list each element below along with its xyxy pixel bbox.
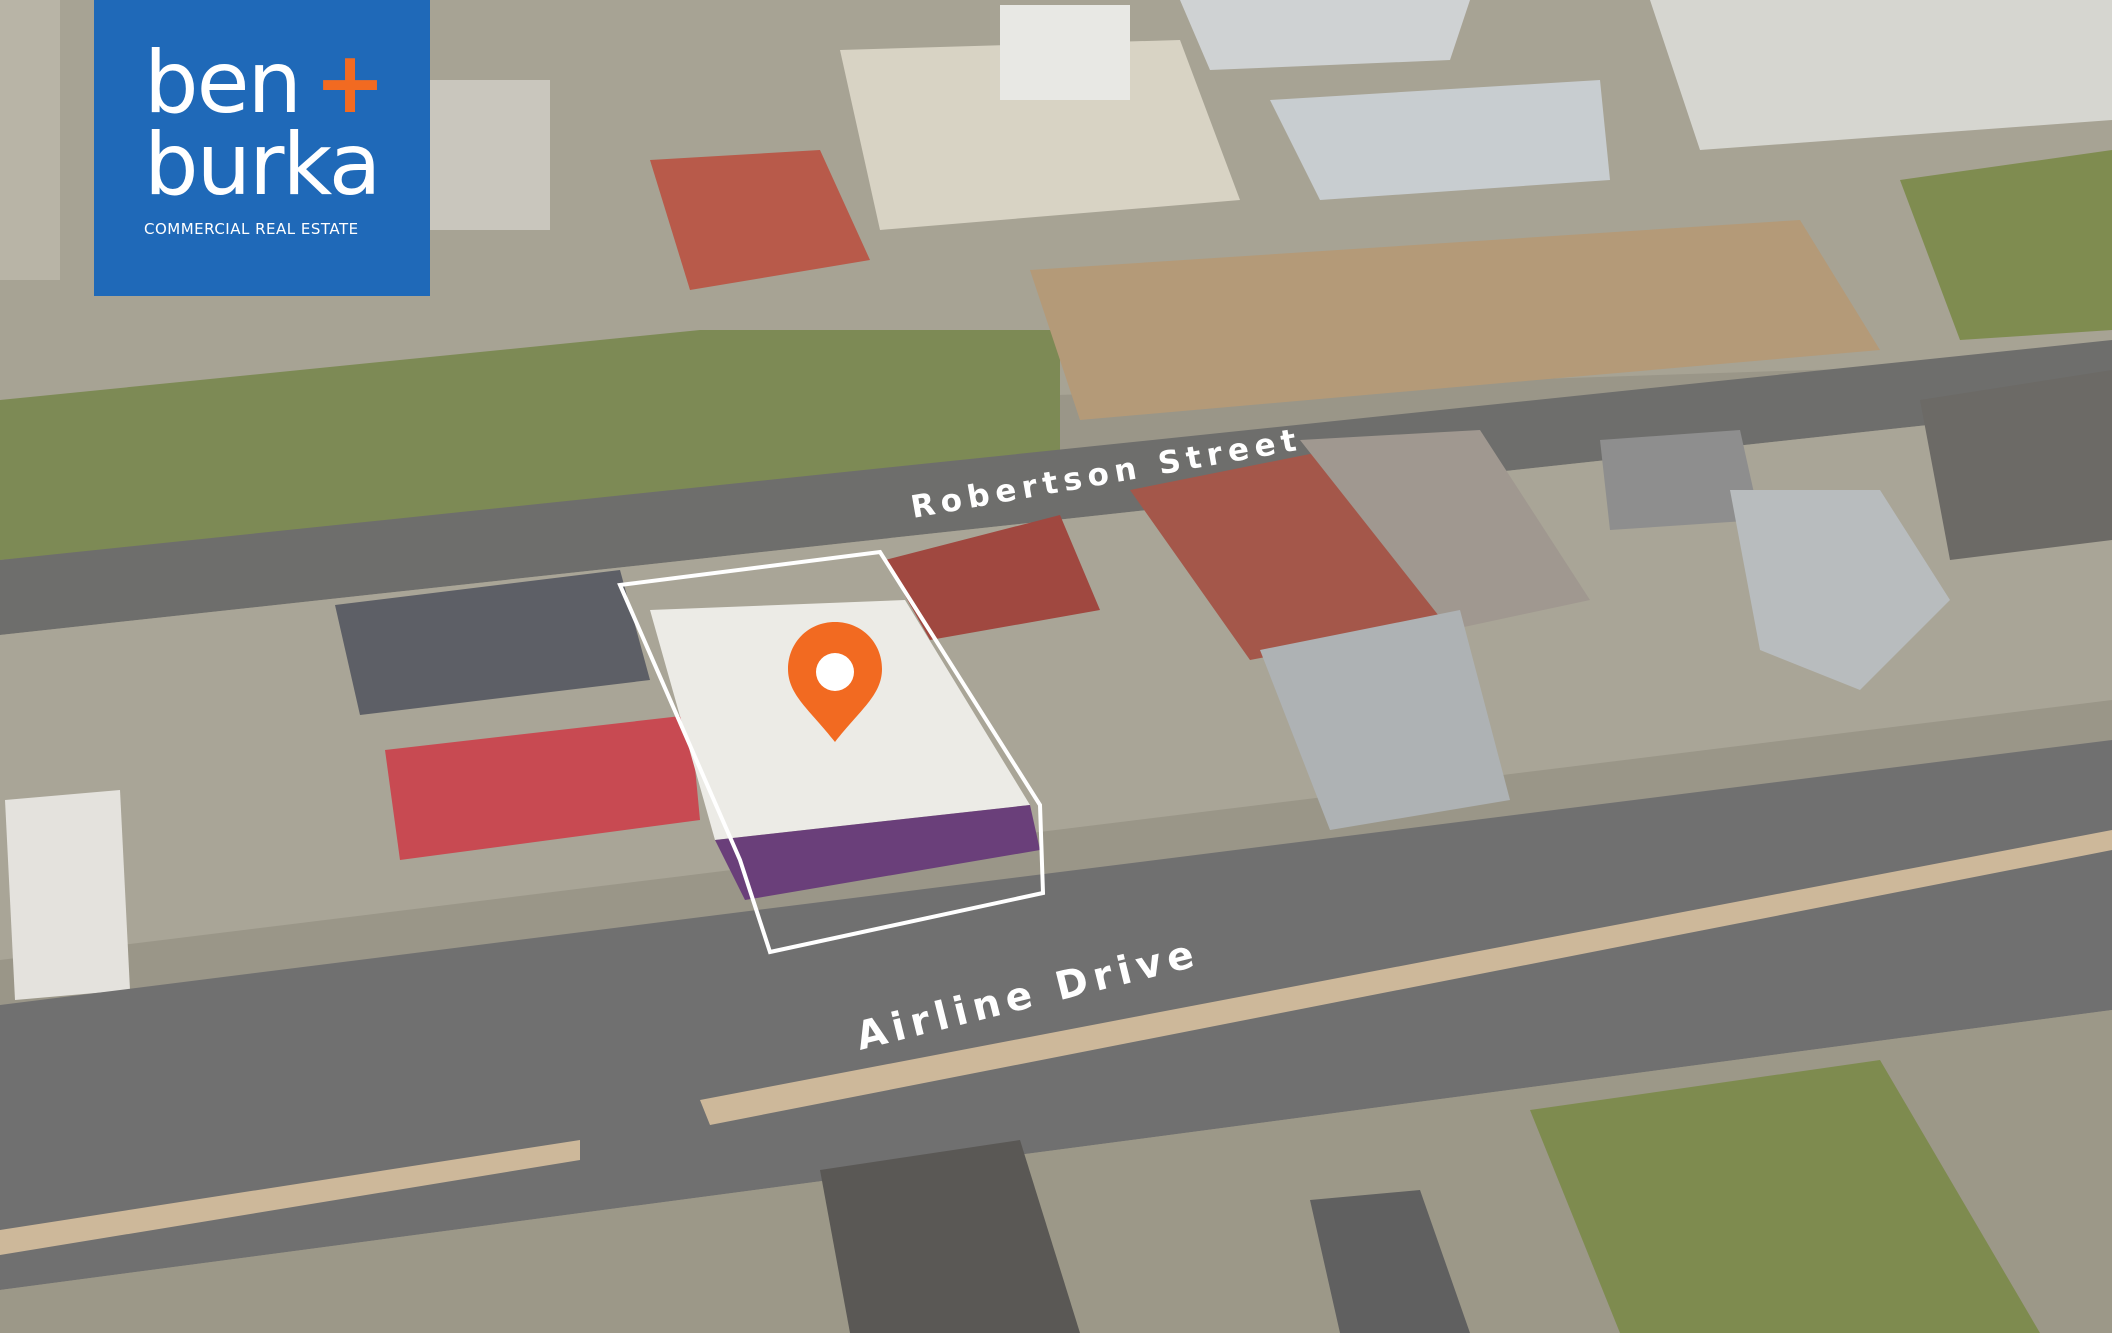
grass-lot — [1530, 1060, 2040, 1333]
warehouse — [1300, 430, 1590, 630]
building — [0, 0, 60, 280]
building — [1270, 80, 1610, 200]
house — [1730, 490, 1950, 690]
building — [1180, 0, 1470, 70]
logo-word-burka: burka — [144, 115, 381, 215]
building — [820, 1140, 1080, 1333]
building-red-roof — [650, 150, 870, 290]
map-pin-icon[interactable] — [788, 622, 882, 742]
south-block — [0, 1010, 2112, 1333]
building — [1920, 370, 2112, 560]
property-boundary — [617, 549, 1046, 955]
logo-tagline: COMMERCIAL REAL ESTATE — [144, 220, 359, 238]
subject-building-facade — [715, 805, 1040, 900]
building — [1000, 5, 1130, 100]
building — [1600, 430, 1760, 530]
building — [1310, 1190, 1470, 1333]
company-logo: ben+ burka COMMERCIAL REAL ESTATE — [94, 0, 430, 296]
road-median — [700, 830, 2112, 1125]
warehouse — [1650, 0, 2112, 150]
dirt-lot — [1030, 220, 1880, 420]
building — [5, 790, 130, 1000]
road-median — [0, 1140, 580, 1255]
grass-field — [0, 330, 1060, 560]
logo-line-1: ben+ — [144, 40, 430, 126]
logo-plus: + — [314, 33, 386, 133]
apartment-building — [335, 570, 650, 715]
building-rust-roof — [885, 515, 1100, 640]
grass-area — [1900, 150, 2112, 340]
building — [430, 80, 550, 230]
robertson-street-road — [0, 340, 2112, 635]
building — [840, 40, 1240, 230]
red-roof-building — [385, 715, 700, 860]
warehouse — [1260, 610, 1510, 830]
logo-word-ben: ben — [144, 33, 302, 133]
